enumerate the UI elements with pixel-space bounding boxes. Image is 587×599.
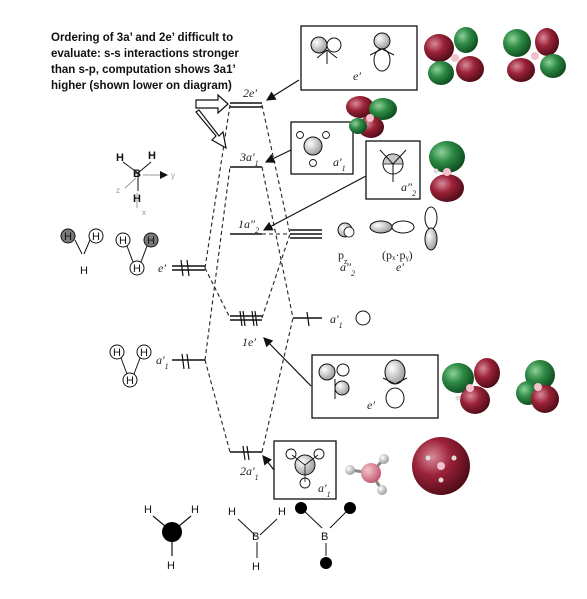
pxpy-label: (pₓ·pᵧ)	[382, 248, 413, 262]
level-2a-label: 2a′1	[240, 464, 259, 482]
electron-pair-2a	[242, 445, 250, 461]
orbital-render-a2pp	[429, 141, 465, 202]
pz-label: pz	[338, 248, 348, 266]
note-line-3: than s-p, computation shows 3a1’	[51, 64, 236, 76]
svg-text:H: H	[80, 265, 88, 277]
h3-fragment-a1-sketch: H H H	[109, 344, 152, 388]
svg-text:H: H	[119, 235, 127, 247]
orbital-render-bottom-a1	[412, 437, 470, 495]
svg-text:H: H	[116, 152, 124, 164]
pxpy-orbital-sketch	[369, 220, 415, 234]
svg-text:y: y	[171, 171, 175, 180]
right-fragment: a′1 pz a″2 (pₓ·pᵧ) e′	[290, 206, 438, 330]
left-e-label: e′	[158, 261, 166, 275]
orbital-render-a1	[346, 96, 397, 138]
right-s-electron	[306, 311, 310, 327]
note-line-2: evaluate: s-s interactions stronger	[51, 48, 239, 60]
bh3-bottom-label-structure: H H B H	[228, 506, 286, 573]
orbital-render-lower-e-2	[516, 360, 559, 413]
mo-levels: 2e′ 3a′1 1a″2 1e′ 2a′1	[230, 86, 262, 482]
level-2e-label: 2e′	[243, 86, 257, 100]
level-1e-label: 1e′	[242, 335, 256, 349]
svg-text:H: H	[126, 375, 134, 387]
svg-text:H: H	[148, 150, 156, 162]
orbital-render-top-e-2	[503, 28, 566, 82]
orbital-render-bottom-a1-ball	[345, 454, 389, 495]
left-e-electrons	[180, 259, 190, 277]
left-fragment: e′ a′1	[156, 259, 205, 371]
sketch-lower-e-b	[382, 359, 408, 409]
pz-orbital-sketch	[337, 222, 355, 238]
orbital-render-lower-e-1	[442, 358, 500, 414]
box-top-e: e′	[300, 25, 418, 91]
svg-text:B: B	[133, 168, 141, 180]
svg-text:H: H	[167, 560, 175, 572]
svg-text:B: B	[321, 531, 328, 543]
level-1a2-label: 1a″2	[238, 217, 259, 235]
electron-pair-1e-b	[251, 310, 258, 327]
electron-pair-1e-a	[239, 310, 246, 327]
sketch-e-b	[369, 32, 395, 72]
note-line-4: higher (shown lower on diagram)	[51, 80, 232, 92]
box-a2pp-label: a″2	[401, 180, 416, 198]
box-lower-e: e′	[311, 354, 439, 419]
box-a1-label: a′1	[333, 155, 346, 173]
svg-text:H: H	[191, 504, 199, 516]
h3-fragment-e-sketches: H H H H H H	[60, 228, 159, 277]
svg-text:H: H	[140, 347, 148, 359]
svg-text:H: H	[144, 504, 152, 516]
box-a1-bottom-label: a′1	[318, 481, 331, 499]
svg-text:H: H	[64, 231, 72, 243]
svg-text:B: B	[252, 531, 259, 543]
svg-text:H: H	[252, 561, 260, 573]
left-a1-electrons	[181, 353, 190, 370]
bh3-bottom-ball-stick: H H H	[144, 504, 199, 572]
s-orbital-sketch	[355, 310, 371, 326]
svg-text:H: H	[113, 347, 121, 359]
box-a2pp: a″2	[365, 140, 421, 200]
sketch-a1-center	[303, 136, 323, 156]
left-a1-label: a′1	[156, 353, 169, 371]
box-a1: a′1	[290, 121, 354, 175]
pointer-arrows	[262, 79, 367, 471]
note-line-1: Ordering of 3a’ and 2e’ difficult to	[51, 32, 234, 44]
h3-bottom-dots: B	[295, 502, 356, 569]
box-a1-bottom: a′1	[273, 440, 337, 500]
svg-text:z: z	[116, 186, 120, 195]
bh3-axes-structure: H H B H y z x	[116, 150, 175, 217]
svg-text:H: H	[278, 506, 286, 518]
sketch-e-a	[310, 36, 342, 64]
svg-text:x: x	[142, 208, 146, 217]
sketch-lower-e-a	[318, 363, 350, 399]
svg-text:H: H	[228, 506, 236, 518]
svg-text:H: H	[147, 235, 155, 247]
hollow-arrows	[195, 93, 229, 150]
box-top-e-label: e′	[353, 69, 361, 83]
py-orbital-sketch	[424, 206, 438, 251]
orbital-render-top-e-1	[424, 27, 484, 85]
pxpy-e-label: e′	[396, 260, 404, 274]
box-lower-e-label: e′	[367, 398, 375, 412]
right-a1-label: a′1	[330, 312, 343, 330]
svg-text:H: H	[133, 263, 141, 275]
level-3a-label: 3a′1	[239, 150, 259, 168]
svg-text:H: H	[92, 231, 100, 243]
pz-a2-label: a″2	[340, 260, 355, 278]
correlation-lines	[204, 104, 294, 453]
